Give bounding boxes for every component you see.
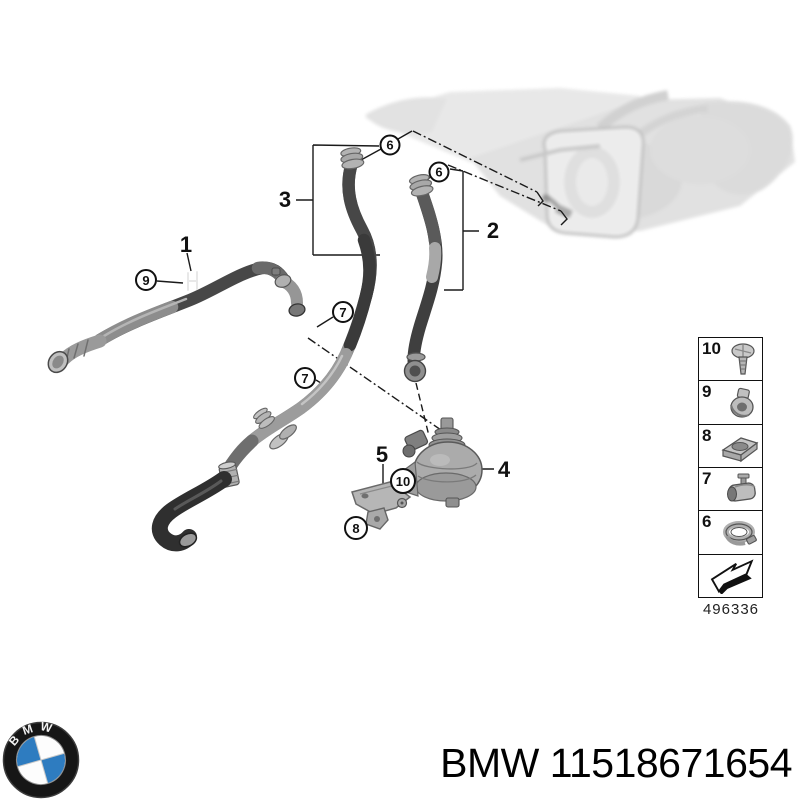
hose-clamp-icon: [723, 520, 757, 546]
legend-item-screw[interactable]: 10: [699, 338, 762, 382]
callout-hose-clamp-6-lower[interactable]: 6: [428, 161, 450, 183]
legend-number: 7: [702, 468, 712, 488]
label-hose-3[interactable]: 3: [278, 187, 292, 212]
reference-lines-pump: [307, 337, 442, 437]
diagram-code: 496336: [702, 601, 760, 618]
engine-assembly-illustration: [365, 88, 795, 239]
legend-number: 8: [702, 425, 712, 445]
callout-holder-7-upper[interactable]: 7: [332, 301, 354, 323]
hose-1: [47, 261, 306, 374]
part-number-label: BMW 11518671654: [440, 740, 792, 786]
legend-number: 6: [702, 512, 712, 532]
fasteners-legend: 10 9 8: [698, 337, 763, 598]
screw-icon: [731, 343, 755, 375]
legend-number: 9: [702, 382, 712, 402]
bmw-logo: BMW: [2, 720, 80, 799]
legend-number: 10: [702, 339, 721, 358]
legend-item-direction[interactable]: [699, 555, 762, 597]
reference-lines-upper: [397, 130, 568, 226]
callout-screw-10[interactable]: 10: [390, 468, 416, 494]
label-water-pump-4[interactable]: 4: [497, 457, 511, 482]
callout-hose-clamp-6-upper[interactable]: 6: [379, 134, 401, 156]
label-hose-1[interactable]: 1: [179, 232, 193, 257]
hose-3: [151, 147, 377, 552]
holder-clamp-icon: [727, 473, 756, 502]
callout-holder-7-lower[interactable]: 7: [294, 367, 316, 389]
legend-item-cage-nut[interactable]: 8: [699, 425, 762, 468]
water-pump: [402, 417, 483, 508]
label-bracket-5[interactable]: 5: [375, 442, 389, 467]
legend-item-holder[interactable]: 7: [699, 468, 762, 512]
callout-cage-nut-8[interactable]: 8: [344, 516, 368, 540]
hose-2: [403, 174, 443, 383]
legend-item-clip[interactable]: 9: [699, 381, 762, 425]
callout-clip-9[interactable]: 9: [135, 269, 157, 291]
cage-nut-icon: [721, 437, 759, 463]
direction-arrow-icon: [710, 559, 754, 594]
legend-item-hose-clamp[interactable]: 6: [699, 511, 762, 555]
clip-clamp-icon: [730, 387, 754, 418]
label-hose-2[interactable]: 2: [486, 218, 500, 243]
